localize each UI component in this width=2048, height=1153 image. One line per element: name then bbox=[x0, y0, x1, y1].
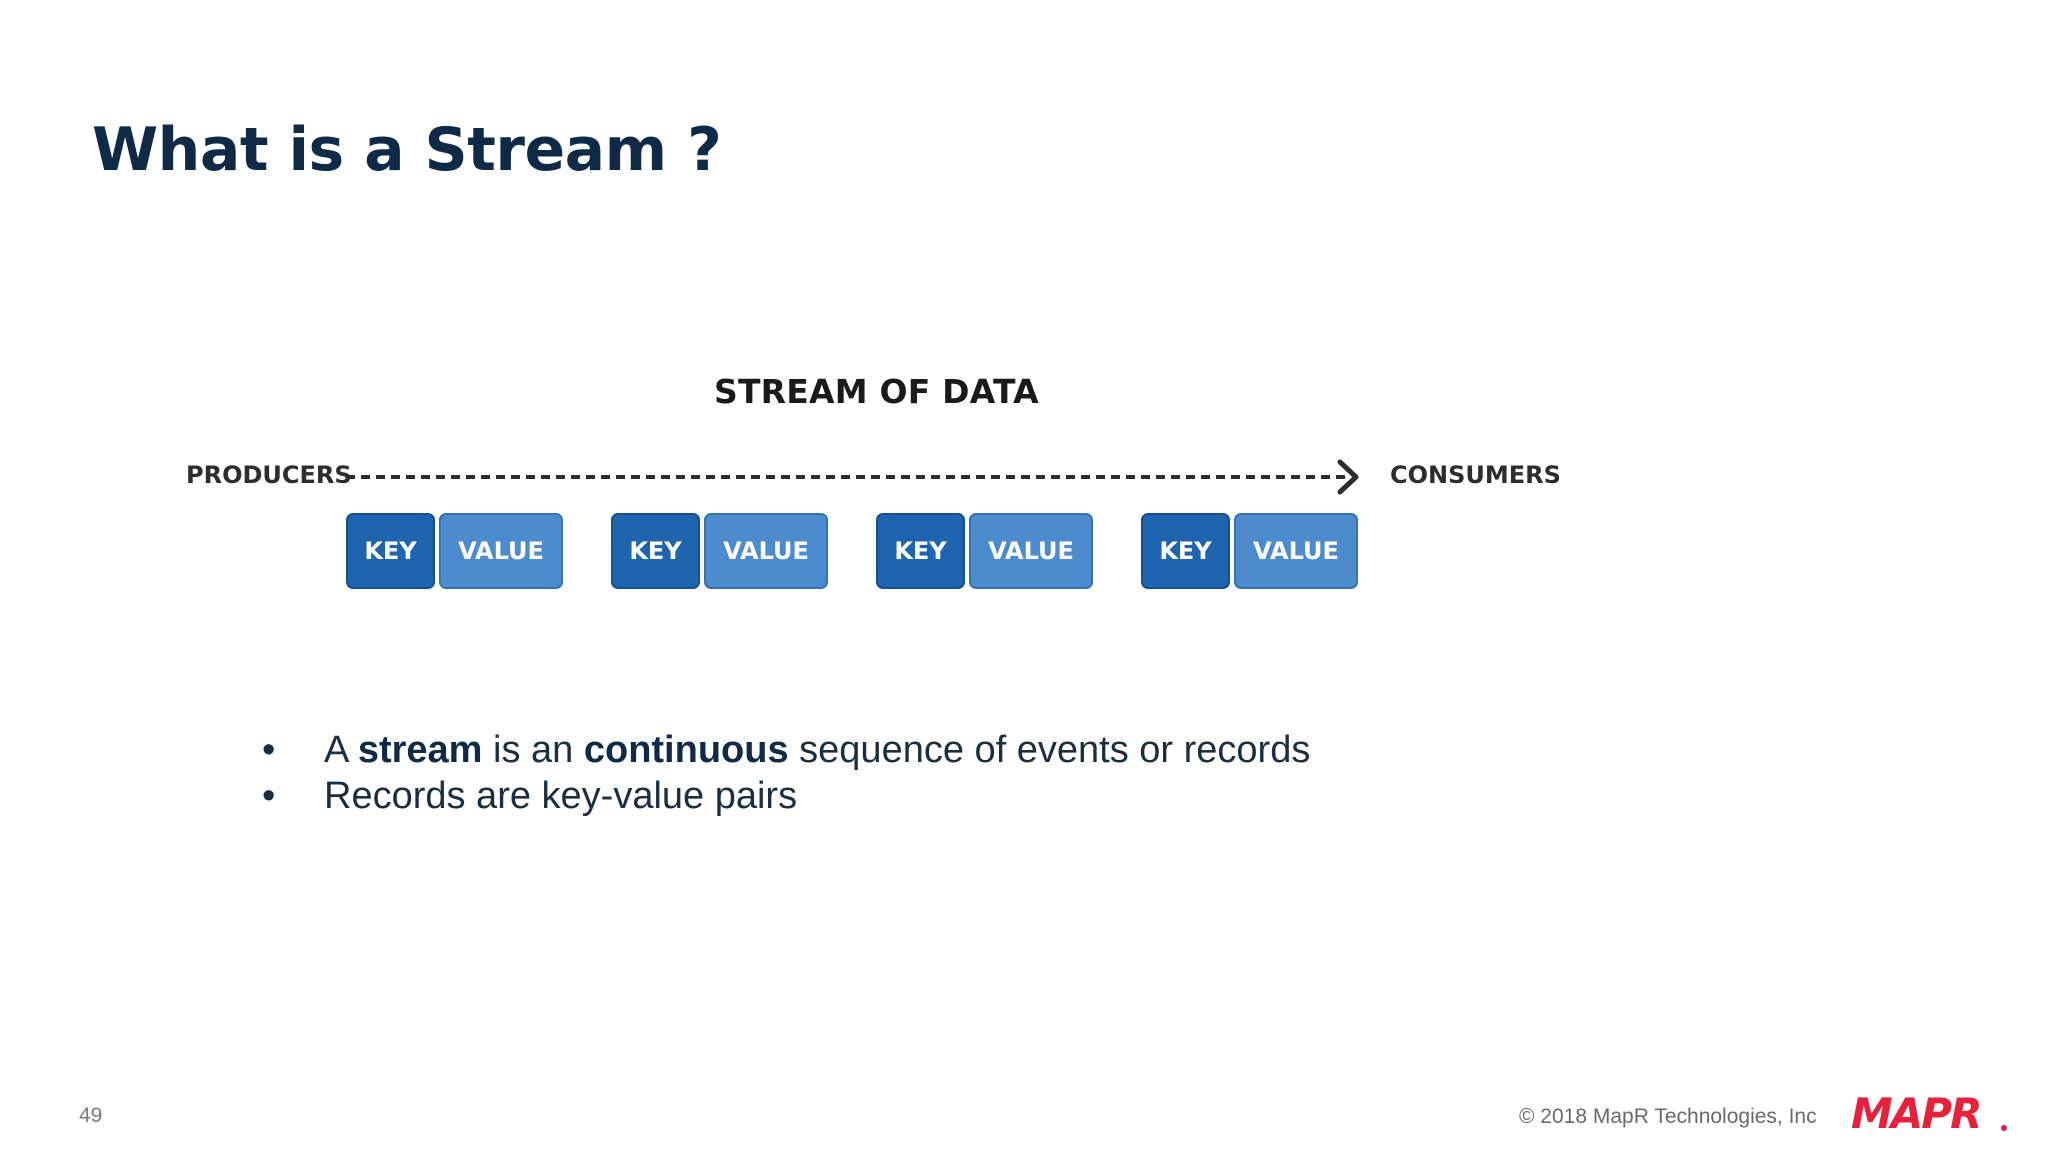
bullet-emphasis: continuous bbox=[583, 729, 789, 771]
record-value-box: VALUE bbox=[1234, 513, 1358, 589]
stream-diagram: STREAM OF DATA PRODUCERS CONSUMERS KEY V… bbox=[186, 372, 1561, 589]
copyright-text: © 2018 MapR Technologies, Inc bbox=[1519, 1105, 1817, 1128]
bullet-text: is an bbox=[482, 729, 584, 771]
record-key-box: KEY bbox=[611, 513, 700, 589]
logo-dot bbox=[2001, 1125, 2007, 1131]
bullet-emphasis: stream bbox=[357, 729, 483, 771]
producers-label: PRODUCERS bbox=[186, 461, 352, 489]
stream-arrow-head-icon bbox=[1337, 459, 1359, 495]
page-number: 49 bbox=[79, 1104, 103, 1127]
stream-arrow bbox=[346, 459, 1359, 495]
record-value-box: VALUE bbox=[439, 513, 563, 589]
bullet-text: sequence of events or records bbox=[788, 729, 1311, 771]
record-key-box: KEY bbox=[346, 513, 435, 589]
slide-title: What is a Stream ? bbox=[92, 115, 722, 185]
record-value-box: VALUE bbox=[704, 513, 828, 589]
bullet-item: • Records are key-value pairs bbox=[262, 773, 1310, 819]
record-key-box: KEY bbox=[1141, 513, 1230, 589]
bullet-item: • A stream is an continuous sequence of e… bbox=[262, 727, 1310, 773]
record-value-box: VALUE bbox=[969, 513, 1093, 589]
bullet-list: • A stream is an continuous sequence of e… bbox=[262, 727, 1310, 819]
bullet-text: A bbox=[324, 729, 358, 771]
mapr-logo-icon: MAPR bbox=[1851, 1089, 1982, 1138]
bullet-marker: • bbox=[262, 775, 276, 817]
bullet-text: Records are key-value pairs bbox=[324, 775, 798, 817]
diagram-title: STREAM OF DATA bbox=[714, 372, 1039, 411]
bullet-marker: • bbox=[262, 729, 276, 771]
consumers-label: CONSUMERS bbox=[1390, 461, 1561, 489]
record-key-box: KEY bbox=[876, 513, 965, 589]
